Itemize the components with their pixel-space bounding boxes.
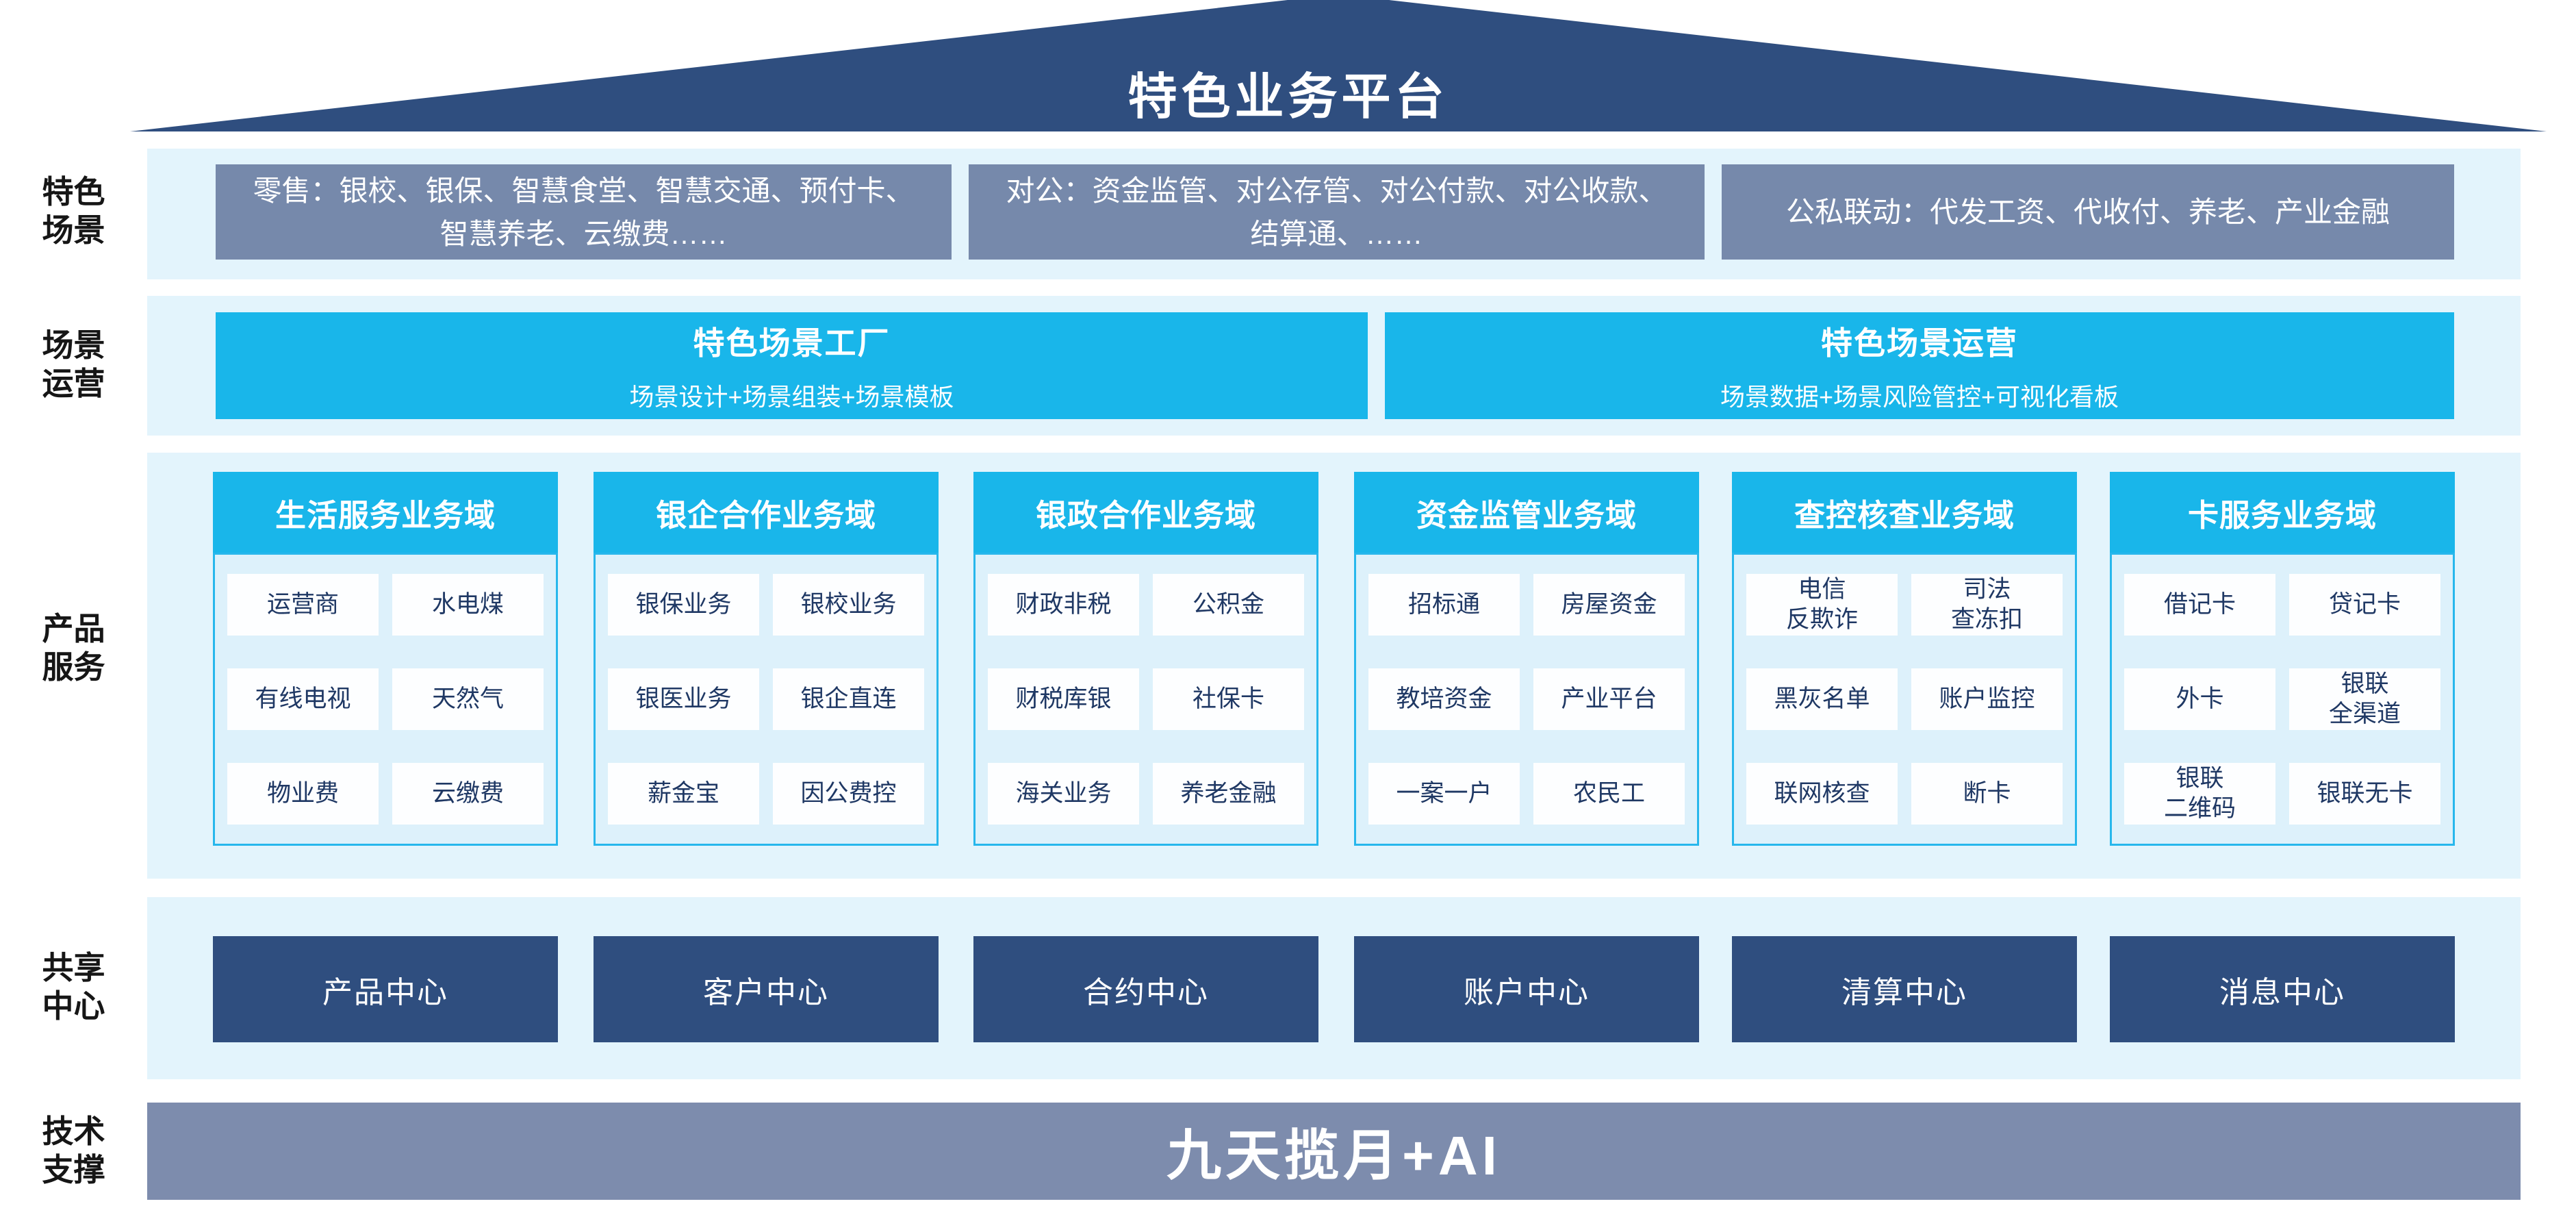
product-item: 司法 查冻扣 [1911, 574, 2063, 636]
share-center-message: 消息中心 [2110, 936, 2455, 1042]
product-item: 银企直连 [773, 668, 924, 730]
product-item: 银医业务 [608, 668, 759, 730]
product-column-body: 运营商 水电煤 有线电视 天然气 物业费 云缴费 [213, 553, 558, 846]
share-center-contract: 合约中心 [973, 936, 1318, 1042]
product-column-header: 银政合作业务域 [973, 472, 1318, 553]
product-item: 水电煤 [392, 574, 544, 636]
product-column-body: 银保业务 银校业务 银医业务 银企直连 薪金宝 因公费控 [594, 553, 939, 846]
product-column-header: 查控核查业务域 [1732, 472, 2077, 553]
product-item: 薪金宝 [608, 763, 759, 825]
tech-support-label: 九天揽月+AI [1166, 1125, 1501, 1186]
product-item: 公积金 [1153, 574, 1304, 636]
side-label-share: 共享 中心 [42, 950, 105, 1024]
product-column-inquiry-control: 查控核查业务域 电信 反欺诈 司法 查冻扣 黑灰名单 账户监控 联网核查 断卡 [1732, 472, 2077, 846]
product-item: 银联 二维码 [2124, 763, 2275, 825]
product-item: 运营商 [227, 574, 379, 636]
product-item: 账户监控 [1911, 668, 2063, 730]
product-item: 银校业务 [773, 574, 924, 636]
product-column-bank-enterprise: 银企合作业务域 银保业务 银校业务 银医业务 银企直连 薪金宝 因公费控 [594, 472, 939, 846]
op-box-title: 特色场景工厂 [693, 325, 891, 361]
share-band: 产品中心 客户中心 合约中心 账户中心 清算中心 消息中心 [147, 897, 2521, 1079]
scene-box-corporate: 对公：资金监管、对公存管、对公付款、对公收款、结算通、…… [969, 164, 1705, 260]
product-column-header: 生活服务业务域 [213, 472, 558, 553]
product-item: 招标通 [1368, 574, 1520, 636]
share-center-product: 产品中心 [213, 936, 558, 1042]
op-box-scene-operation: 特色场景运营 场景数据+场景风险管控+可视化看板 [1385, 312, 2454, 419]
side-label-operation: 场景 运营 [42, 327, 105, 402]
share-center-account: 账户中心 [1354, 936, 1699, 1042]
product-column-header: 资金监管业务域 [1354, 472, 1699, 553]
share-center-clearing: 清算中心 [1732, 936, 2077, 1042]
product-item: 天然气 [392, 668, 544, 730]
product-item: 财税库银 [988, 668, 1139, 730]
scene-box-linkage: 公私联动：代发工资、代收付、养老、产业金融 [1722, 164, 2454, 260]
product-item: 社保卡 [1153, 668, 1304, 730]
product-column-body: 借记卡 贷记卡 外卡 银联 全渠道 银联 二维码 银联无卡 [2110, 553, 2455, 846]
product-item: 云缴费 [392, 763, 544, 825]
side-label-product: 产品 服务 [42, 611, 105, 686]
tech-support-bar: 九天揽月+AI [147, 1103, 2521, 1200]
product-column-fund-supervision: 资金监管业务域 招标通 房屋资金 教培资金 产业平台 一案一户 农民工 [1354, 472, 1699, 846]
scene-box-retail: 零售：银校、银保、智慧食堂、智慧交通、预付卡、智慧养老、云缴费…… [216, 164, 952, 260]
product-column-header: 卡服务业务域 [2110, 472, 2455, 553]
product-column-bank-government: 银政合作业务域 财政非税 公积金 财税库银 社保卡 海关业务 养老金融 [973, 472, 1318, 846]
product-column-body: 电信 反欺诈 司法 查冻扣 黑灰名单 账户监控 联网核查 断卡 [1732, 553, 2077, 846]
product-item: 银保业务 [608, 574, 759, 636]
product-column-body: 财政非税 公积金 财税库银 社保卡 海关业务 养老金融 [973, 553, 1318, 846]
product-band: 生活服务业务域 运营商 水电煤 有线电视 天然气 物业费 云缴费 银企合作业务域… [147, 453, 2521, 879]
side-label-tech: 技术 支撑 [42, 1114, 105, 1188]
product-item: 外卡 [2124, 668, 2275, 730]
share-center-customer: 客户中心 [594, 936, 939, 1042]
op-box-title: 特色场景运营 [1821, 325, 2018, 361]
product-item: 海关业务 [988, 763, 1139, 825]
product-item: 农民工 [1533, 763, 1685, 825]
side-label-scene: 特色 场景 [42, 174, 105, 249]
product-column-header: 银企合作业务域 [594, 472, 939, 553]
product-item: 黑灰名单 [1746, 668, 1898, 730]
product-item: 借记卡 [2124, 574, 2275, 636]
product-item: 养老金融 [1153, 763, 1304, 825]
product-item: 有线电视 [227, 668, 379, 730]
product-column-card-service: 卡服务业务域 借记卡 贷记卡 外卡 银联 全渠道 银联 二维码 银联无卡 [2110, 472, 2455, 846]
product-item: 财政非税 [988, 574, 1139, 636]
op-box-scene-factory: 特色场景工厂 场景设计+场景组装+场景模板 [216, 312, 1368, 419]
product-item: 教培资金 [1368, 668, 1520, 730]
op-box-subtitle: 场景设计+场景组装+场景模板 [629, 383, 954, 411]
product-item: 断卡 [1911, 763, 2063, 825]
product-column-life-service: 生活服务业务域 运营商 水电煤 有线电视 天然气 物业费 云缴费 [213, 472, 558, 846]
scene-band: 零售：银校、银保、智慧食堂、智慧交通、预付卡、智慧养老、云缴费…… 对公：资金监… [147, 149, 2521, 279]
operation-band: 特色场景工厂 场景设计+场景组装+场景模板 特色场景运营 场景数据+场景风险管控… [147, 296, 2521, 436]
product-item: 一案一户 [1368, 763, 1520, 825]
product-item: 物业费 [227, 763, 379, 825]
product-column-body: 招标通 房屋资金 教培资金 产业平台 一案一户 农民工 [1354, 553, 1699, 846]
product-item: 电信 反欺诈 [1746, 574, 1898, 636]
product-item: 银联 全渠道 [2289, 668, 2440, 730]
product-item: 银联无卡 [2289, 763, 2440, 825]
product-item: 产业平台 [1533, 668, 1685, 730]
platform-title: 特色业务平台 [1127, 70, 1449, 125]
product-item: 因公费控 [773, 763, 924, 825]
op-box-subtitle: 场景数据+场景风险管控+可视化看板 [1720, 383, 2119, 411]
product-item: 贷记卡 [2289, 574, 2440, 636]
product-item: 房屋资金 [1533, 574, 1685, 636]
product-item: 联网核查 [1746, 763, 1898, 825]
